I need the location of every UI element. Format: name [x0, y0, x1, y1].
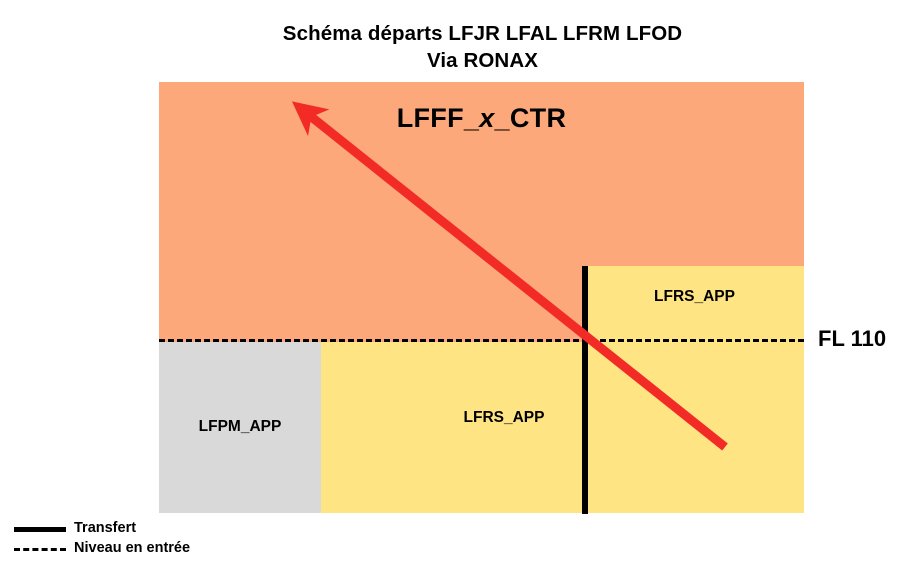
legend-label-transfert: Transfert: [74, 520, 137, 536]
legend-item-niveau-en-entree: Niveau en entrée: [12, 539, 312, 559]
label-lfrs-app-upper: LFRS_APP: [654, 288, 735, 305]
legend-item-transfert: Transfert: [12, 519, 312, 539]
label-lfff-ctr: LFFF_x_CTR: [159, 103, 804, 134]
title-line-1: Schéma départs LFJR LFAL LFRM LFOD: [282, 22, 683, 45]
label-lfff-ctr-variable: x: [479, 103, 495, 133]
legend: Transfert Niveau en entrée: [12, 519, 312, 559]
legend-solid-line-icon: [14, 527, 66, 532]
label-lfff-ctr-prefix: LFFF_: [396, 103, 480, 133]
airspace-region-lfpm-app: [159, 342, 321, 513]
legend-label-niveau-en-entree: Niveau en entrée: [74, 540, 191, 556]
entry-level-line: [159, 339, 804, 342]
flight-level-label: FL 110: [818, 326, 887, 351]
transfer-boundary-line: [582, 266, 588, 514]
label-lfpm-app: LFPM_APP: [198, 418, 282, 435]
title-line-2: Via RONAX: [426, 49, 539, 72]
label-lfrs-app-lower: LFRS_APP: [463, 409, 545, 426]
legend-dashed-line-icon: [14, 548, 66, 551]
airspace-region-lfrs-app-lower: [321, 342, 804, 513]
label-lfff-ctr-suffix: _CTR: [494, 103, 567, 133]
diagram-title: Schéma départs LFJR LFAL LFRM LFOD Via R…: [160, 20, 805, 74]
